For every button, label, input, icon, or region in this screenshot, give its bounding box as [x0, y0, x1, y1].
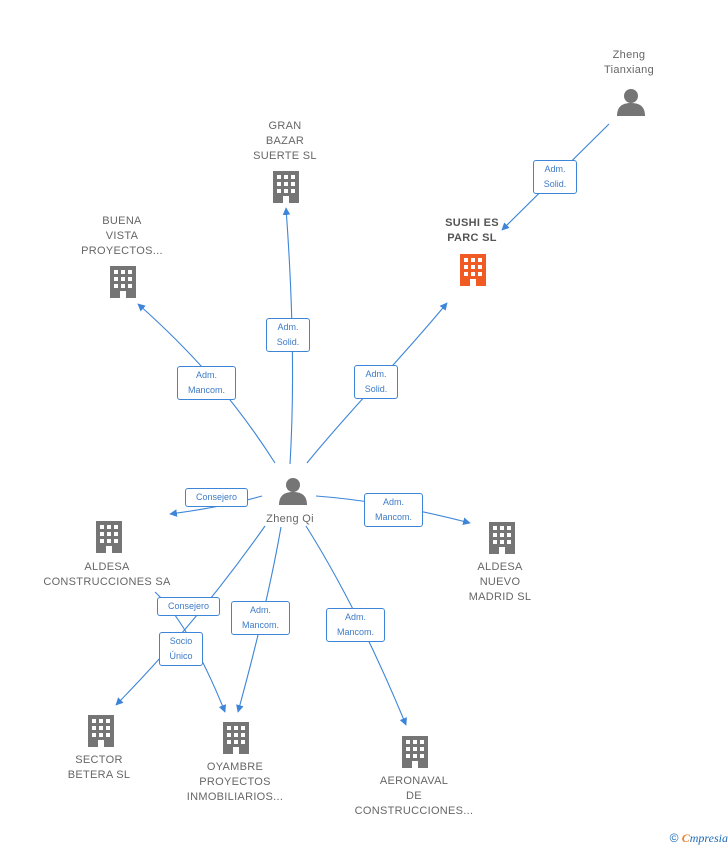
relation-label-qi-buena-vista[interactable]: Adm. Mancom. — [177, 366, 236, 400]
empresia-logo: © Cmpresia — [670, 831, 728, 846]
building-icon[interactable] — [489, 522, 515, 554]
relation-label-qi-aldesa-construcciones[interactable]: Consejero — [185, 488, 248, 507]
relation-label-qi-aldesa-nuevo-madrid[interactable]: Adm. Mancom. — [364, 493, 423, 527]
relation-label-qi-oyambre[interactable]: Adm. Mancom. — [231, 601, 290, 635]
edge-qi-sector-betera — [115, 525, 266, 706]
building-icon[interactable] — [402, 736, 428, 768]
node-label-zheng-tianxiang[interactable]: Zheng Tianxiang — [604, 49, 654, 76]
brand-name: Cmpresia — [682, 831, 728, 845]
relation-label-qi-sushi[interactable]: Adm. Solid. — [354, 365, 398, 399]
node-label-gran-bazar[interactable]: GRAN BAZAR SUERTE SL — [253, 120, 317, 162]
relation-label-aldesa-consejero[interactable]: Consejero — [157, 597, 220, 616]
relation-label-socio-unico[interactable]: Socio Único — [159, 632, 203, 666]
node-label-sector-betera[interactable]: SECTOR BETERA SL — [67, 754, 131, 781]
relation-label-qi-aeronaval[interactable]: Adm. Mancom. — [326, 608, 385, 642]
brand-rest: mpresia — [689, 831, 728, 845]
node-label-buena-vista[interactable]: BUENA VISTA PROYECTOS... — [81, 215, 163, 257]
relation-label-qi-gran-bazar[interactable]: Adm. Solid. — [266, 318, 310, 352]
node-label-oyambre[interactable]: OYAMBRE PROYECTOS INMOBILIARIOS... — [186, 761, 284, 803]
copyright-symbol: © — [669, 831, 679, 845]
brand-initial: C — [681, 831, 690, 845]
person-icon[interactable] — [279, 478, 307, 505]
node-label-aeronaval[interactable]: AERONAVAL DE CONSTRUCCIONES... — [354, 775, 474, 817]
building-icon[interactable] — [460, 254, 486, 286]
building-icon[interactable] — [88, 715, 114, 747]
relation-label-tianxiang-sushi[interactable]: Adm. Solid. — [533, 160, 577, 194]
node-label-zheng-qi[interactable]: Zheng Qi — [266, 513, 314, 525]
node-label-sushi-es-parc[interactable]: SUSHI ES PARC SL — [445, 217, 499, 244]
node-label-aldesa-nuevo-madrid[interactable]: ALDESA NUEVO MADRID SL — [468, 561, 532, 603]
building-icon[interactable] — [273, 171, 299, 203]
building-icon[interactable] — [223, 722, 249, 754]
node-label-aldesa-construcciones[interactable]: ALDESA CONSTRUCCIONES SA — [43, 561, 171, 588]
building-icon[interactable] — [110, 266, 136, 298]
person-icon[interactable] — [617, 89, 645, 116]
building-icon[interactable] — [96, 521, 122, 553]
